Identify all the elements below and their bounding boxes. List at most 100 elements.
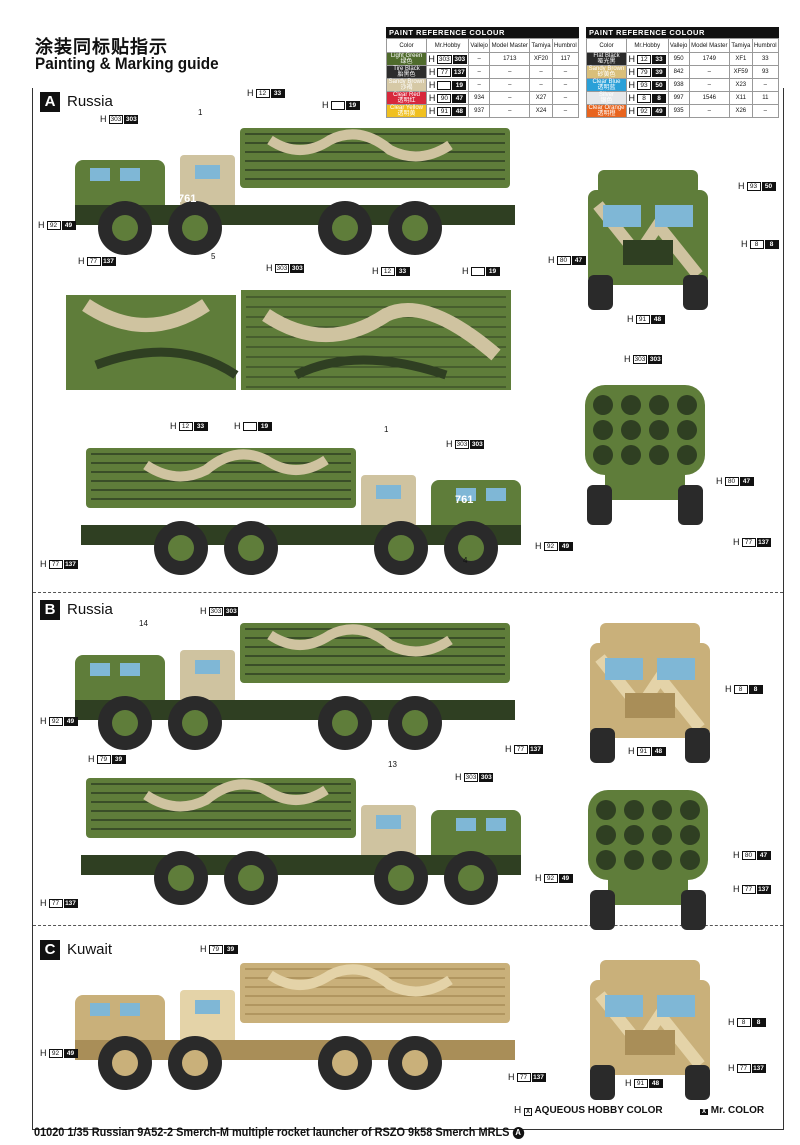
column-header: Mr.Hobby — [425, 38, 470, 53]
wheel — [590, 1065, 615, 1100]
vallejo-code: 935 — [667, 104, 690, 118]
mr-color-code: 137 — [528, 744, 543, 754]
mr-color-code: 19 — [257, 421, 272, 431]
rocket-tube — [593, 420, 613, 440]
legend-mr: X Mr. COLOR — [700, 1105, 764, 1116]
title-chinese: 涂装同标贴指示 — [35, 37, 168, 57]
tamiya-code: XF59 — [729, 65, 753, 79]
wheel — [98, 696, 152, 750]
aqueous-code: 92 — [48, 1048, 63, 1058]
wheel — [168, 1036, 222, 1090]
wheel — [681, 890, 706, 930]
mr-color-code: 49 — [652, 106, 667, 116]
aqueous-code: 303 — [208, 606, 224, 616]
aqueous-code — [330, 100, 345, 110]
mr-color-code: 303 — [224, 606, 239, 616]
wheel — [388, 696, 442, 750]
column-header: Tamiya — [529, 38, 553, 53]
color-name-cn: 透明红 — [397, 98, 416, 104]
decal-number: 4 — [463, 556, 468, 565]
rocket-tube — [677, 445, 697, 465]
rocket-tube — [680, 825, 700, 845]
aqueous-code: 12 — [178, 421, 193, 431]
footer-text: 01020 1/35 Russian 9A52-2 Smerch-M multi… — [34, 1127, 510, 1140]
decal-number: 13 — [388, 760, 397, 769]
wheel — [98, 1036, 152, 1090]
aqueous-code: 12 — [255, 88, 270, 98]
color-name-cn: 沙褐 — [400, 85, 413, 91]
color-name: Sandy Brown — [588, 66, 625, 72]
mr-color-code: 137 — [101, 256, 116, 266]
color-name-cn: 透明橙 — [597, 111, 616, 117]
aqueous-code: 92 — [46, 220, 61, 230]
mr-color-code: 49 — [63, 1048, 78, 1058]
mr-color-code: 39 — [652, 67, 667, 77]
section-a-name: Russia — [67, 93, 113, 110]
vallejo-code: – — [468, 65, 491, 79]
mr-color-code: 47 — [452, 93, 467, 103]
aqueous-code: 93 — [637, 80, 652, 90]
rocket-tube — [624, 800, 644, 820]
column-header: Humbrol — [551, 38, 580, 53]
launcher-top — [600, 960, 700, 985]
mr-color-code: 137 — [756, 884, 771, 894]
rocket-tube — [596, 800, 616, 820]
legend-mr-swatch: X — [700, 1109, 709, 1115]
mr-color-code: 39 — [223, 944, 238, 954]
legend-aqueous-label: AQUEOUS HOBBY COLOR — [534, 1105, 663, 1116]
color-name: Light Green — [390, 53, 423, 59]
mr-color-code: 48 — [648, 1078, 663, 1088]
aqueous-code: 8 — [749, 239, 764, 249]
mr-color-code: 303 — [290, 263, 305, 273]
wheel — [318, 1036, 372, 1090]
mr-color-code: 48 — [651, 746, 666, 756]
mr-color-code: 49 — [61, 220, 76, 230]
wheel — [154, 521, 208, 575]
hull-number: 761 — [455, 494, 474, 506]
color-name-cn: 透明蓝 — [597, 85, 616, 91]
section-divider — [33, 592, 783, 593]
wheel — [318, 201, 372, 255]
mr-color-code: 8 — [652, 93, 667, 103]
vehicle-rear-view — [585, 385, 705, 525]
color-name-cn: 胎黑色 — [397, 72, 416, 78]
aqueous-code: 303 — [632, 354, 648, 364]
launcher-top — [598, 170, 698, 195]
section-divider — [33, 925, 783, 926]
section-a-badge: A — [40, 92, 60, 112]
column-header: Model Master — [489, 38, 531, 53]
wheel — [590, 890, 615, 930]
aqueous-code: 12 — [637, 54, 652, 64]
rocket-tube — [596, 850, 616, 870]
aqueous-code: 79 — [637, 67, 652, 77]
vehicle-rear-view — [588, 790, 708, 930]
decal-number: 1 — [198, 108, 203, 117]
decal-number: 1 — [384, 425, 389, 434]
vehicle-front-view — [588, 170, 708, 310]
humbrol-code: – — [551, 104, 580, 118]
humbrol-code: 117 — [551, 52, 580, 66]
humbrol-code: – — [751, 104, 780, 118]
